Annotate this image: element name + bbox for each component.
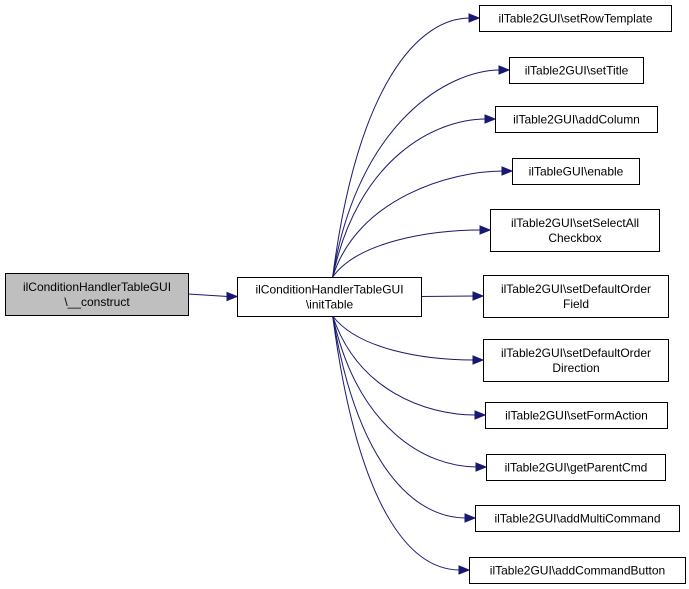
arrowhead (479, 225, 492, 235)
arrowhead (498, 65, 511, 75)
node-label: \__construct (64, 295, 130, 309)
nodes-layer: ilConditionHandlerTableGUI\__constructil… (5, 5, 686, 584)
arrowhead (501, 166, 514, 176)
node-box (485, 402, 668, 429)
node-label: ilTable2GUI\addCommandButton (490, 564, 665, 578)
node-label: ilConditionHandlerTableGUI (255, 283, 403, 297)
arrowhead (472, 355, 485, 365)
arrowhead (468, 13, 481, 23)
node-box (495, 106, 658, 133)
node-label: ilConditionHandlerTableGUI (23, 280, 171, 294)
edge-initTable-to-setSelectAllCheckbox (332, 229, 482, 278)
node-box (483, 339, 669, 382)
node-label: ilTableGUI\enable (529, 165, 624, 179)
node-label: Direction (552, 361, 599, 375)
node-label: ilTable2GUI\addColumn (513, 113, 640, 127)
node-box (469, 557, 686, 584)
arrowhead (226, 291, 239, 302)
node-addColumn[interactable]: ilTable2GUI\addColumn (495, 106, 658, 133)
node-label: ilTable2GUI\setDefaultOrder (501, 346, 651, 360)
node-label: \initTable (306, 298, 354, 312)
node-addMultiCommand[interactable]: ilTable2GUI\addMultiCommand (475, 505, 680, 532)
node-label: ilTable2GUI\setRowTemplate (498, 12, 652, 26)
arrowhead (472, 291, 485, 301)
node-label: ilTable2GUI\setTitle (525, 64, 629, 78)
node-setTitle[interactable]: ilTable2GUI\setTitle (509, 57, 644, 84)
edge-initTable-to-setFormAction (332, 315, 477, 416)
node-label: Field (563, 297, 589, 311)
node-box (490, 209, 660, 252)
node-label: ilTable2GUI\setFormAction (505, 409, 648, 423)
node-label: ilTable2GUI\setDefaultOrder (501, 282, 651, 296)
node-box (486, 454, 666, 481)
edges-layer (187, 13, 514, 575)
node-addCommandButton[interactable]: ilTable2GUI\addCommandButton (469, 557, 686, 584)
node-box (479, 5, 672, 32)
edge-initTable-to-setTitle (332, 69, 501, 278)
edge-initTable-to-getParentCmd (332, 315, 478, 468)
node-label: Checkbox (548, 231, 601, 245)
edge-initTable-to-setDefaultOrderField (420, 295, 475, 297)
arrowhead (474, 410, 487, 420)
node-setRowTemplate[interactable]: ilTable2GUI\setRowTemplate (479, 5, 672, 32)
edge-initTable-to-setDefaultOrderDirection (332, 315, 475, 361)
node-box (475, 505, 680, 532)
edge-initTable-to-enable (332, 170, 504, 278)
node-box (483, 275, 669, 318)
edge-initTable-to-addColumn (332, 118, 487, 278)
node-initTable[interactable]: ilConditionHandlerTableGUI\initTable (237, 277, 422, 317)
node-enable[interactable]: ilTableGUI\enable (512, 158, 640, 185)
node-label: ilTable2GUI\addMultiCommand (494, 512, 660, 526)
node-label: ilTable2GUI\getParentCmd (505, 461, 648, 475)
arrowhead (464, 513, 477, 523)
node-construct[interactable]: ilConditionHandlerTableGUI\__construct (5, 273, 189, 316)
node-box (512, 158, 640, 185)
edge-initTable-to-addMultiCommand (332, 315, 467, 519)
node-box (509, 57, 644, 84)
node-box (237, 277, 422, 317)
node-box (5, 273, 189, 316)
node-getParentCmd[interactable]: ilTable2GUI\getParentCmd (486, 454, 666, 481)
arrowhead (475, 462, 488, 472)
arrowhead (458, 565, 471, 575)
edge-initTable-to-setRowTemplate (332, 17, 471, 278)
arrowhead (484, 114, 497, 124)
edge-initTable-to-addCommandButton (332, 315, 461, 571)
node-label: ilTable2GUI\setSelectAll (511, 216, 639, 230)
node-setFormAction[interactable]: ilTable2GUI\setFormAction (485, 402, 668, 429)
edge-construct-to-initTable (187, 293, 229, 297)
